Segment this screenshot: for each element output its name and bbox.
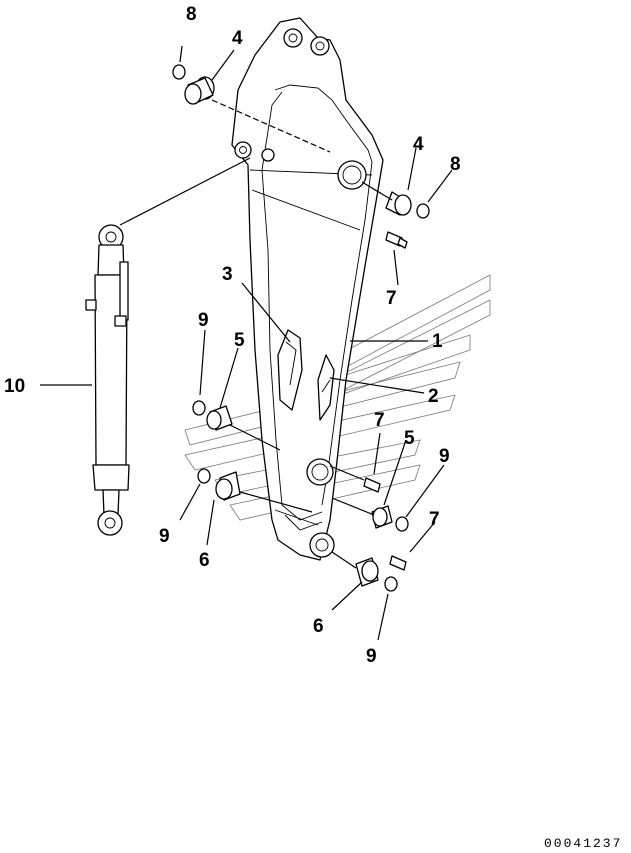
callout-7-top: 7	[386, 288, 397, 309]
callout-2: 2	[428, 386, 439, 407]
drawing-code: 00041237	[544, 836, 622, 851]
grease-fitting-7-mid	[363, 477, 381, 493]
shim-8-right	[416, 203, 430, 219]
callout-7-mid: 7	[374, 410, 385, 431]
bushing-4-right	[385, 191, 412, 216]
grease-fitting-7-top	[385, 231, 408, 249]
callout-9-left-upper: 9	[198, 310, 209, 331]
callout-7-bottom: 7	[429, 509, 440, 530]
callout-8-top: 8	[186, 4, 197, 25]
callout-5-left: 5	[234, 330, 245, 351]
callout-8-right: 8	[450, 154, 461, 175]
callout-6-left: 6	[199, 550, 210, 571]
grease-fitting-7-bottom	[389, 555, 407, 571]
callout-6-bottom: 6	[313, 616, 324, 637]
boom-arm	[231, 17, 384, 561]
bushing-5-left	[206, 405, 233, 431]
hydraulic-cylinder	[85, 224, 130, 536]
callout-3: 3	[222, 264, 233, 285]
callout-9-right-upper: 9	[439, 446, 450, 467]
callout-9-left-lower: 9	[159, 526, 170, 547]
shim-9-right-lower	[384, 576, 398, 592]
callout-1: 1	[432, 331, 443, 352]
callout-4-right: 4	[413, 134, 424, 155]
shim-9-right-upper	[395, 516, 409, 532]
callout-9-bottom: 9	[366, 646, 377, 667]
bushing-4-top	[184, 76, 215, 105]
shim-9-left-upper	[192, 400, 206, 416]
leader-lines	[40, 45, 453, 641]
shim-9-left-lower	[197, 468, 211, 484]
callout-labels: 1 2 3 4 4 5 5 6 6 7 7 7 8 8 9 9 9 9 10	[4, 4, 461, 667]
callout-5-right: 5	[404, 428, 415, 449]
bushing-5-right	[371, 505, 393, 529]
bushing-6-left	[215, 471, 241, 501]
shim-8-top	[172, 64, 186, 80]
callout-4-top: 4	[232, 28, 243, 49]
bushing-6-right	[355, 557, 379, 587]
callout-10: 10	[4, 376, 25, 397]
